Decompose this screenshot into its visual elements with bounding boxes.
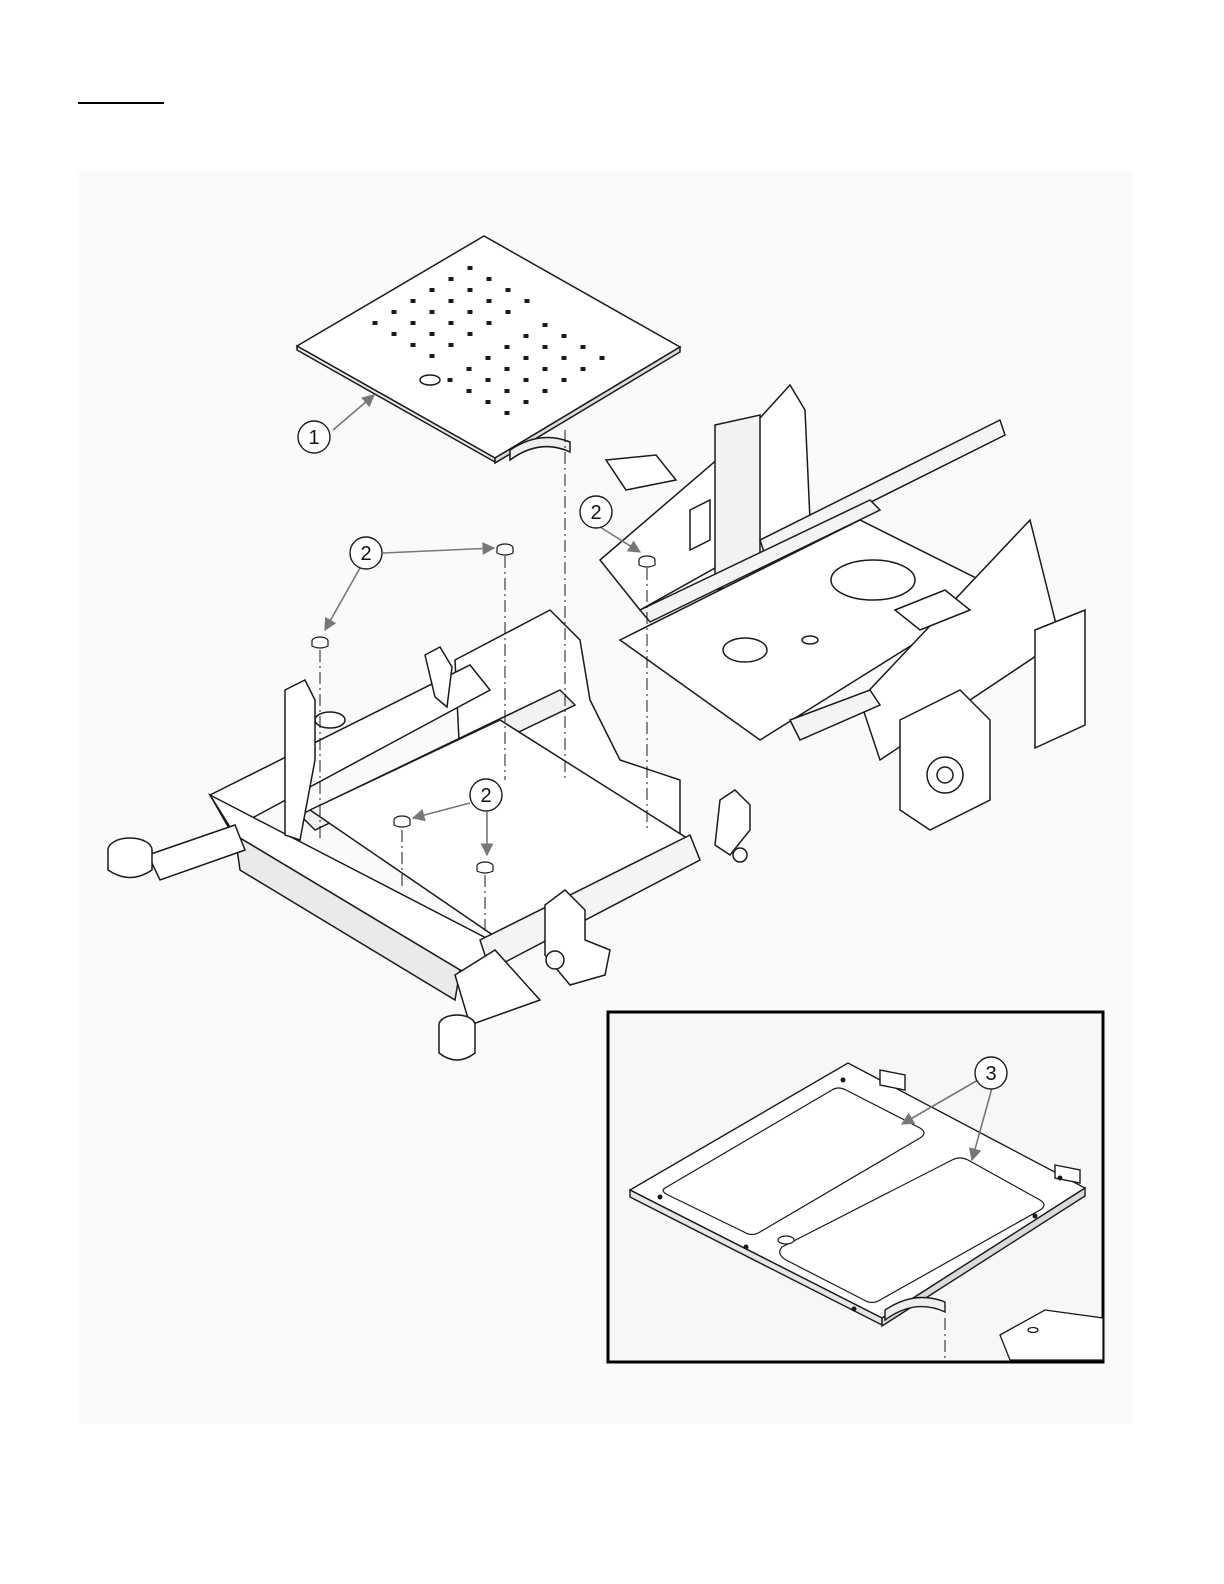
callout-3: 3 [975,1057,1007,1089]
perforation-hole [506,288,511,292]
perforation-hole [411,343,416,347]
perforation-hole [524,378,529,382]
perforation-hole [562,334,567,338]
perforation-hole [411,299,416,303]
perforation-hole [468,288,473,292]
svg-text:2: 2 [590,502,601,524]
perforation-hole [430,354,435,358]
svg-text:2: 2 [360,543,371,565]
perforation-hole [524,356,529,360]
perforation-hole [449,277,454,281]
perforation-hole [505,345,510,349]
perforation-hole [449,321,454,325]
perforation-hole [430,332,435,336]
perforation-hole [543,323,548,327]
callout-2-floor: 2 [470,779,502,811]
svg-text:1: 1 [308,427,319,449]
perforation-hole [467,389,472,393]
callout-2-upper-left: 2 [350,537,382,569]
perforation-hole [524,334,529,338]
perforation-hole [524,400,529,404]
perforation-hole [467,367,472,371]
perforation-hole [392,310,397,314]
svg-text:2: 2 [480,785,491,807]
perforation-hole [505,389,510,393]
perforation-hole [430,288,435,292]
perforation-hole [506,310,511,314]
plug-top-center [497,544,513,555]
perforation-hole [449,299,454,303]
perforation-hole [468,310,473,314]
perforation-hole [581,345,586,349]
perforation-hole [600,356,605,360]
perforation-hole [486,356,491,360]
plug-rear-tower [639,556,655,567]
perforation-hole [448,378,453,382]
inset-panel: 3 [608,1012,1103,1362]
perforation-hole [468,332,473,336]
perforation-hole [543,345,548,349]
perforation-hole [468,266,473,270]
callout-1: 1 [298,421,330,453]
perforation-hole [505,367,510,371]
perforation-hole [411,321,416,325]
perforation-hole [487,299,492,303]
perforation-hole [449,343,454,347]
perforation-hole [487,277,492,281]
perforation-hole [581,367,586,371]
perforation-hole [373,321,378,325]
plug-floor-front [477,862,493,873]
perforation-hole [562,356,567,360]
plug-floor-center [394,816,410,827]
perforation-hole [543,367,548,371]
perforation-hole [486,400,491,404]
perforation-hole [487,321,492,325]
perforation-hole [392,332,397,336]
perforation-hole [525,299,530,303]
perforation-hole [430,310,435,314]
svg-text:3: 3 [985,1063,996,1085]
plug-left [312,637,328,648]
callout-2-rear: 2 [580,496,612,528]
perforation-hole [505,411,510,415]
perforation-hole [486,378,491,382]
perforation-hole [543,389,548,393]
perforation-hole [562,378,567,382]
